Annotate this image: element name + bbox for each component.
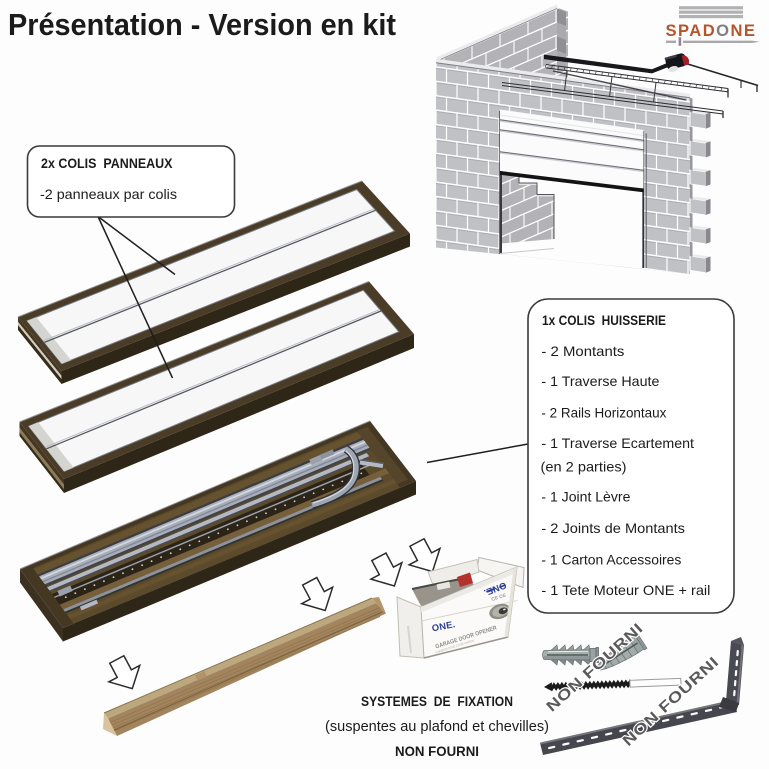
- svg-text:2x COLIS PANNEAUX: 2x COLIS PANNEAUX: [41, 155, 173, 171]
- svg-text:- 1 Traverse Ecartement: - 1 Traverse Ecartement: [541, 436, 694, 451]
- svg-text:Présentation - Version en kit: Présentation - Version en kit: [8, 7, 396, 42]
- svg-text:- 1 Carton Accessoires: - 1 Carton Accessoires: [541, 553, 681, 568]
- svg-text:- 1 Joint Lèvre: - 1 Joint Lèvre: [541, 490, 630, 505]
- svg-text:ONE.: ONE.: [431, 618, 456, 633]
- svg-text:SPADONE: SPADONE: [666, 21, 756, 40]
- svg-text:- 1 Traverse Haute: - 1 Traverse Haute: [541, 374, 659, 389]
- svg-text:NON FOURNI: NON FOURNI: [395, 744, 479, 759]
- svg-text:- 2 Joints de Montants: - 2 Joints de Montants: [541, 521, 685, 536]
- svg-text:СЄ CЄ: СЄ CЄ: [491, 592, 508, 603]
- svg-text:-2 panneaux par colis: -2 panneaux par colis: [40, 186, 177, 202]
- svg-text:- 2 Montants: - 2 Montants: [541, 344, 624, 359]
- svg-text:SYSTEMES DE FIXATION: SYSTEMES DE FIXATION: [361, 693, 513, 709]
- svg-text:(en 2 parties): (en 2 parties): [541, 460, 627, 475]
- svg-text:- 1 Tete Moteur ONE + rail: - 1 Tete Moteur ONE + rail: [541, 583, 710, 598]
- svg-text:(suspentes au plafond et chevi: (suspentes au plafond et chevilles): [325, 719, 549, 735]
- svg-text:- 2 Rails Horizontaux: - 2 Rails Horizontaux: [541, 406, 666, 421]
- svg-text:1x COLIS HUISSERIE: 1x COLIS HUISSERIE: [542, 313, 666, 328]
